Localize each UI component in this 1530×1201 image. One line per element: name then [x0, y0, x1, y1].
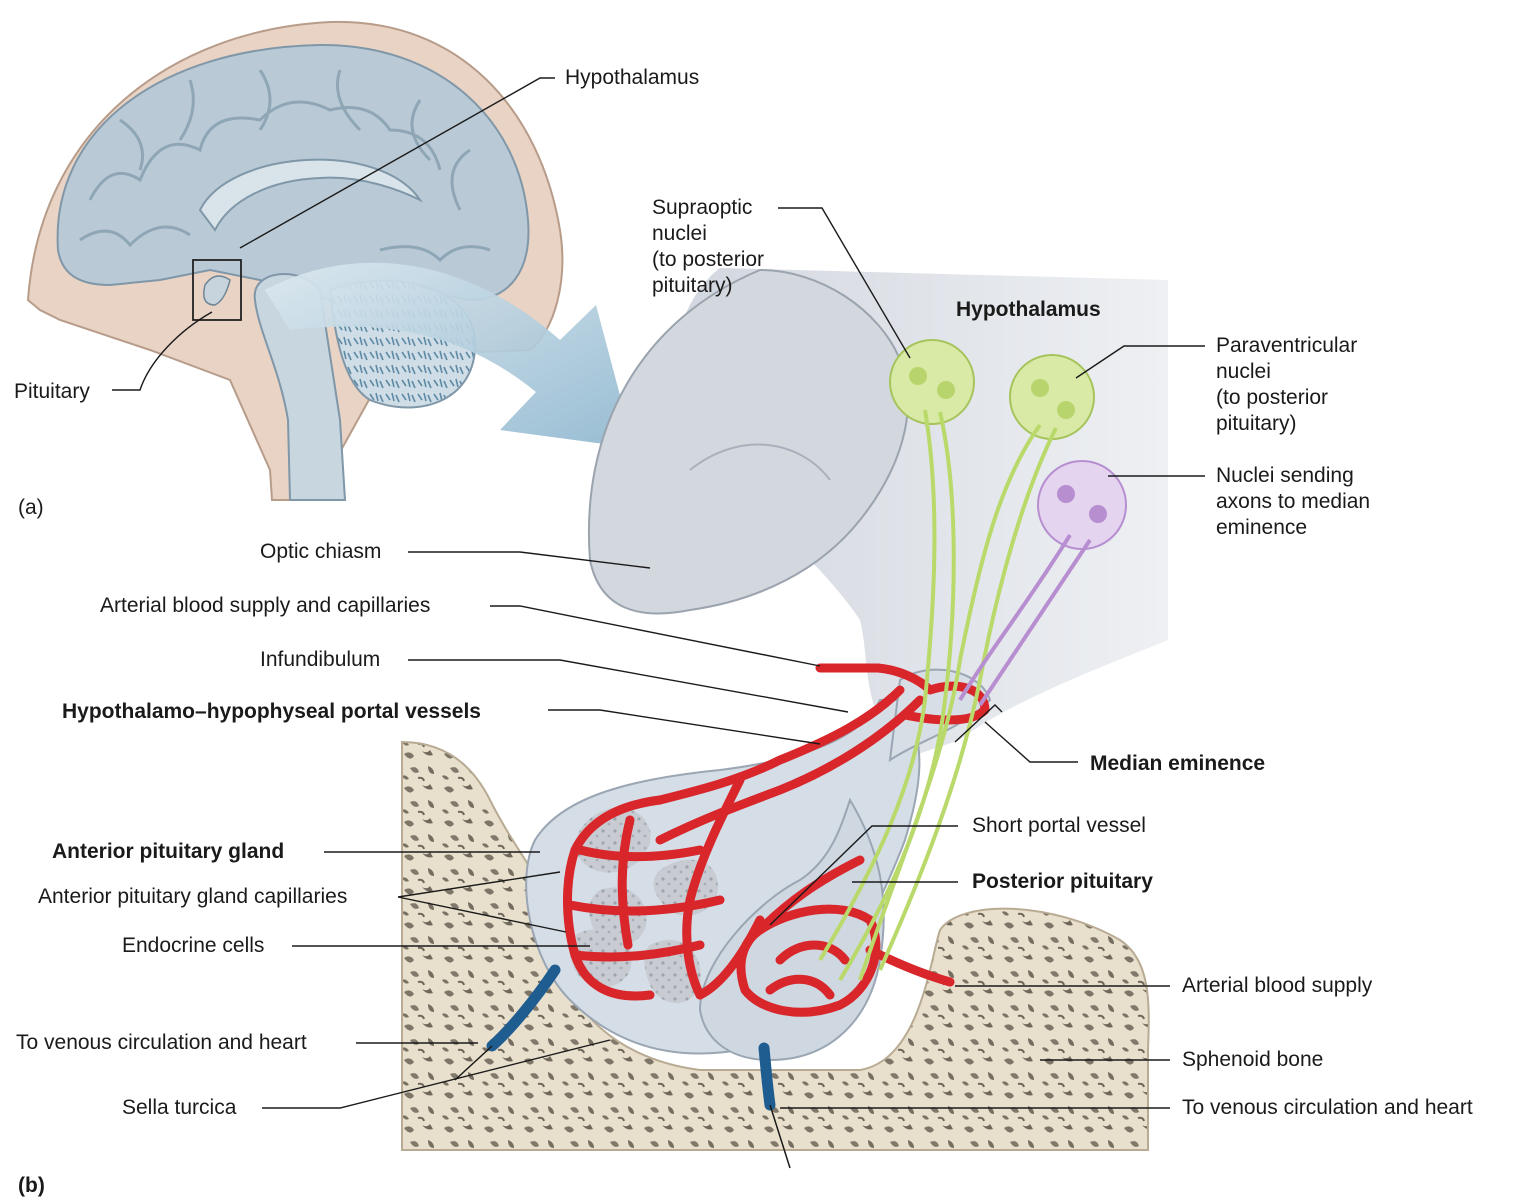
- label-optic-chiasm: Optic chiasm: [260, 540, 381, 563]
- supraoptic-nuclei: [890, 340, 974, 424]
- label-portal-vessels: Hypothalamo–hypophyseal portal vessels: [62, 700, 481, 723]
- panel-a-tag: (a): [18, 496, 44, 519]
- label-anterior-gland: Anterior pituitary gland: [52, 840, 284, 863]
- svg-text:Nuclei sending: Nuclei sending: [1216, 464, 1354, 487]
- svg-text:axons to median: axons to median: [1216, 490, 1370, 513]
- paraventricular-nuclei: [1010, 355, 1094, 439]
- panel-b-tag: (b): [18, 1174, 45, 1197]
- svg-text:(to posterior: (to posterior: [1216, 386, 1328, 409]
- label-pituitary-a: Pituitary: [14, 380, 90, 403]
- label-infundibulum: Infundibulum: [260, 648, 380, 671]
- median-eminence-nuclei: [1038, 461, 1126, 549]
- label-sella-turcica: Sella turcica: [122, 1096, 237, 1119]
- label-hypothalamus-b: Hypothalamus: [956, 298, 1101, 321]
- label-median-eminence: Median eminence: [1090, 752, 1265, 775]
- svg-text:Paraventricular: Paraventricular: [1216, 334, 1357, 357]
- svg-text:(to posterior: (to posterior: [652, 248, 764, 271]
- label-endocrine-cells: Endocrine cells: [122, 934, 264, 957]
- label-venous-left: To venous circulation and heart: [16, 1031, 307, 1054]
- label-venous-right: To venous circulation and heart: [1182, 1096, 1473, 1119]
- label-posterior-pituitary: Posterior pituitary: [972, 870, 1153, 893]
- label-arterial-supply: Arterial blood supply: [1182, 974, 1373, 997]
- label-paraventricular: Paraventricular nuclei (to posterior pit…: [1216, 334, 1357, 435]
- label-anterior-capillaries: Anterior pituitary gland capillaries: [38, 885, 347, 908]
- svg-text:nuclei: nuclei: [1216, 360, 1271, 383]
- label-hypothalamus-a: Hypothalamus: [565, 66, 699, 89]
- label-arterial-capillaries: Arterial blood supply and capillaries: [100, 594, 430, 617]
- label-sphenoid: Sphenoid bone: [1182, 1048, 1323, 1071]
- svg-text:nuclei: nuclei: [652, 222, 707, 245]
- svg-text:pituitary): pituitary): [652, 274, 733, 297]
- label-short-portal: Short portal vessel: [972, 814, 1146, 837]
- svg-text:Supraoptic: Supraoptic: [652, 196, 752, 219]
- svg-text:eminence: eminence: [1216, 516, 1307, 539]
- label-median-nuclei: Nuclei sending axons to median eminence: [1216, 464, 1370, 539]
- svg-text:pituitary): pituitary): [1216, 412, 1297, 435]
